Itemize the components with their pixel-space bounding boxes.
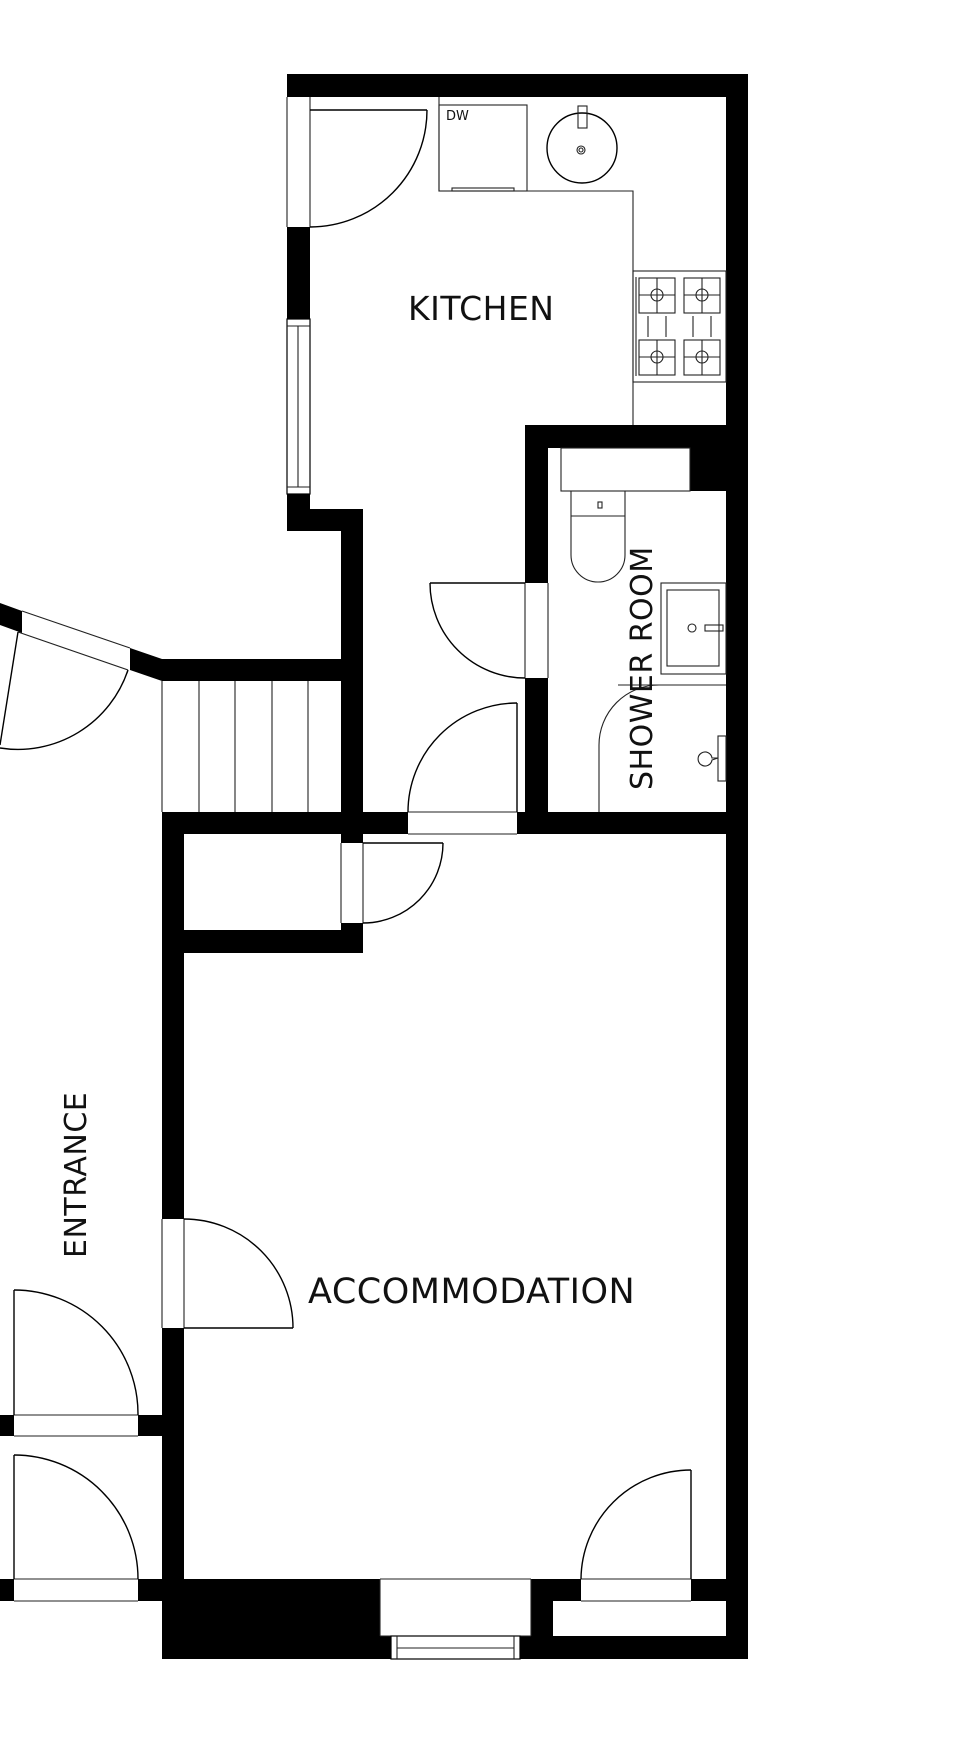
kitchen-door-swing-icon	[309, 109, 428, 228]
room-label-kitchen: KITCHEN	[408, 289, 555, 328]
sink-icon	[546, 105, 618, 184]
bottom-window-icon	[379, 1578, 532, 1660]
dishwasher-icon	[438, 104, 528, 192]
entrance-top-door-swing-icon	[0, 610, 131, 751]
cupboard-door-swing-icon	[340, 842, 444, 924]
shower-icon	[598, 684, 727, 812]
kitchen-window-icon	[286, 318, 311, 495]
entrance-door-1-swing-icon	[13, 1289, 139, 1437]
dishwasher-label: DW	[446, 109, 469, 124]
shower-room-door-swing-icon	[429, 582, 526, 679]
walls	[0, 74, 748, 1659]
stairs-icon	[161, 681, 309, 812]
accommodation-top-door-swing-icon	[407, 702, 518, 835]
entrance-door-2-swing-icon	[13, 1454, 139, 1602]
kitchen-fixtures	[286, 97, 727, 495]
room-label-shower-room: SHOWER ROOM	[625, 546, 660, 790]
room-label-accommodation: ACCOMMODATION	[308, 1272, 636, 1312]
room-label-entrance: ENTRANCE	[59, 1091, 94, 1258]
accommodation-left-door-swing-icon	[161, 1218, 294, 1329]
hob-icon	[632, 270, 727, 383]
accommodation-bottom-right-door-swing-icon	[580, 1469, 692, 1602]
shower-room-fixtures	[429, 447, 727, 812]
toilet-icon	[570, 490, 626, 583]
basin-icon	[660, 582, 727, 675]
